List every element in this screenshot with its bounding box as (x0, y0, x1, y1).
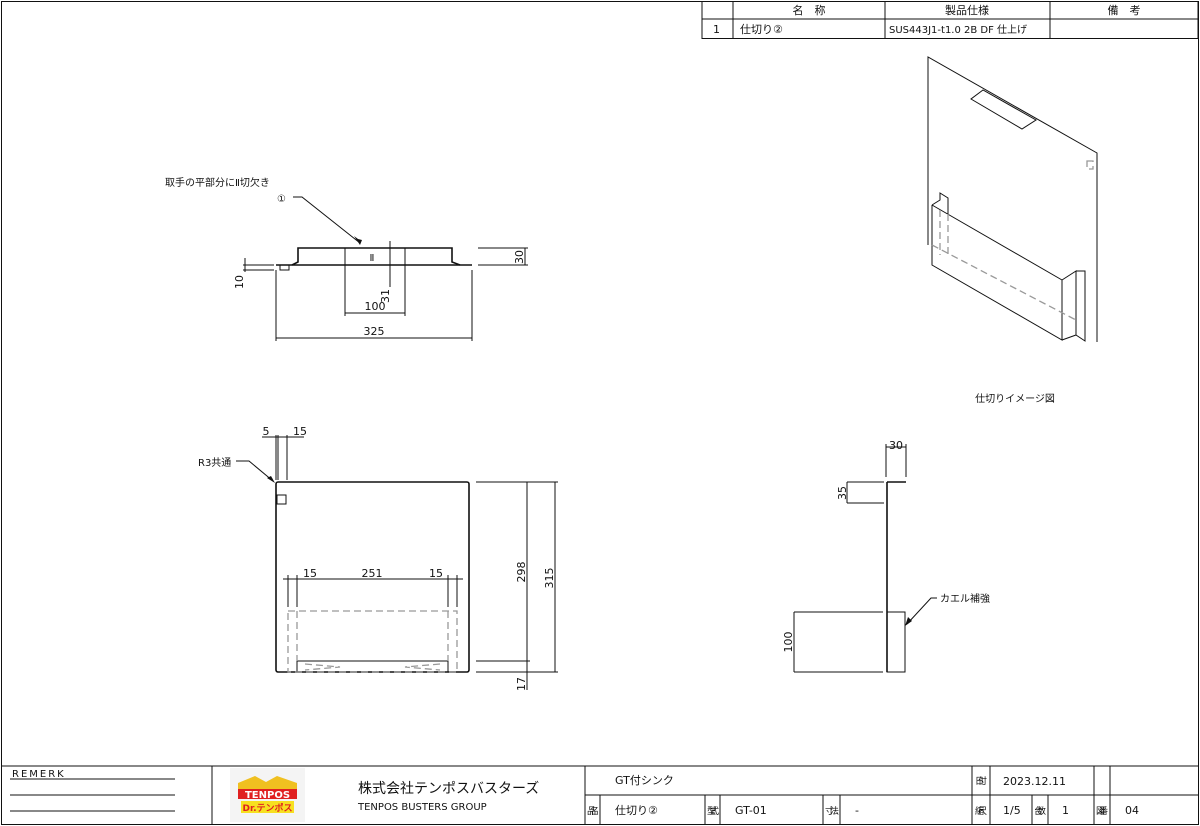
value-drawing-no: 04 (1125, 804, 1139, 817)
label-name: 品名 (587, 805, 599, 817)
notch-note: 取手の平部分にⅡ切欠き (165, 176, 270, 189)
dim-31: 31 (379, 289, 392, 303)
header-name: 名 称 (793, 3, 826, 17)
side-view: 30 35 100 カエル補強 (782, 439, 990, 673)
value-scale: 1/5 (1003, 804, 1021, 817)
row-no: 1 (713, 23, 720, 36)
top-view: 取手の平部分にⅡ切欠き ① Ⅱ 31 100 325 30 10 (165, 176, 528, 341)
dim-right-15: 15 (429, 567, 443, 580)
leader-line (293, 196, 361, 244)
row-name: 仕切り② (740, 23, 783, 36)
title-block: REMERK TENPOS Dr.テンポス 株式会社テンポスバスターズ TENP… (1, 765, 1198, 825)
svg-text:Dr.テンポス: Dr.テンポス (242, 802, 292, 814)
header-spec: 製品仕様 (945, 3, 989, 17)
dim-35: 35 (836, 486, 849, 500)
row-spec: SUS443J1-t1.0 2B DF 仕上げ (889, 23, 1027, 36)
label-model: 型式 (707, 805, 719, 817)
parts-table: 名 称 製品仕様 備 考 1 仕切り② SUS443J1-t1.0 2B DF … (701, 1, 1199, 39)
iso-view: 仕切りイメージ図 (927, 56, 1098, 405)
reinforcement-note: カエル補強 (940, 592, 990, 605)
dim-315: 315 (543, 568, 556, 589)
dim-251: 251 (362, 567, 383, 580)
front-view: 15 251 15 298 315 17 5 15 R3共通 (198, 425, 558, 691)
corner-note: R3共通 (198, 457, 231, 469)
iso-caption: 仕切りイメージ図 (975, 392, 1055, 405)
project-name: GT付シンク (615, 774, 674, 787)
svg-text:TENPOS: TENPOS (245, 790, 290, 801)
header-remarks: 備 考 (1108, 4, 1141, 17)
value-name: 仕切り② (615, 804, 658, 817)
handle-outline (291, 247, 461, 266)
label-drawing-no: 図番 (1096, 805, 1108, 817)
notch-mark: Ⅱ (370, 253, 375, 264)
value-model: GT-01 (735, 804, 767, 817)
label-size: 寸法 (825, 805, 839, 817)
company-en: TENPOS BUSTERS GROUP (357, 802, 487, 813)
dim-298: 298 (515, 562, 528, 583)
dim-100-side: 100 (782, 632, 795, 653)
balloon-1: ① (277, 194, 286, 205)
tenpos-logo: TENPOS Dr.テンポス (230, 768, 305, 822)
label-qty: 台数 (1034, 805, 1046, 817)
dim-15-top: 15 (293, 425, 307, 438)
dim-17: 17 (515, 677, 528, 691)
value-date: 2023.12.11 (1003, 775, 1066, 788)
dim-30: 30 (513, 250, 526, 264)
dim-10: 10 (233, 275, 246, 289)
dim-30-side: 30 (889, 439, 903, 452)
remark-label: REMERK (12, 769, 66, 780)
value-size: - (855, 804, 859, 817)
dim-5: 5 (263, 425, 270, 438)
dim-100: 100 (365, 300, 386, 313)
dim-left-15: 15 (303, 567, 317, 580)
label-date: 日付 (975, 776, 987, 787)
value-qty: 1 (1062, 804, 1069, 817)
company-jp: 株式会社テンポスバスターズ (358, 781, 539, 797)
dim-325: 325 (364, 325, 385, 338)
label-scale: 縮尺 (975, 805, 987, 817)
